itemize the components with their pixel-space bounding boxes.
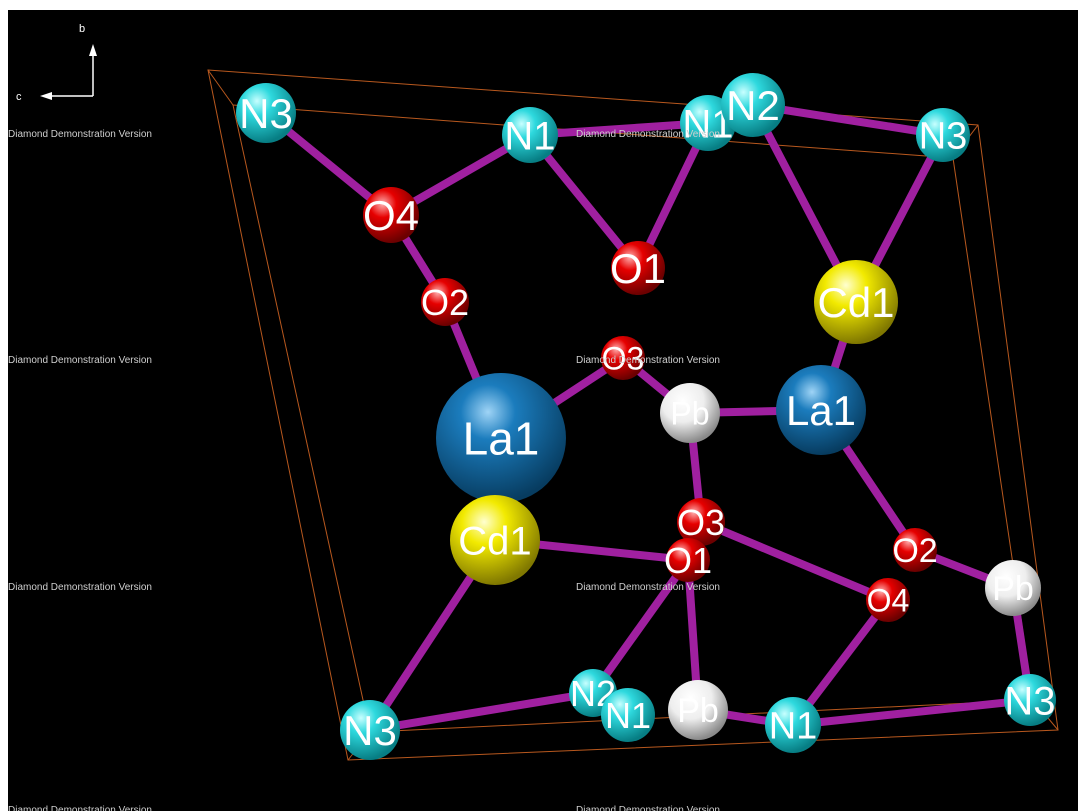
atom-sphere <box>450 495 540 585</box>
bond <box>526 119 712 139</box>
structure-viewport[interactable]: b c <box>8 10 1078 811</box>
atom-sphere <box>776 365 866 455</box>
bond <box>526 131 642 272</box>
atom-sphere <box>765 697 821 753</box>
atom-label: Cd1 <box>458 519 531 563</box>
atom-label: Pb <box>677 692 719 730</box>
atom-n[interactable]: N1 <box>765 697 821 753</box>
watermark-text: Diamond Demonstration Version <box>576 805 720 811</box>
atom-o[interactable]: O2 <box>892 528 938 572</box>
atom-label: N3 <box>919 116 968 158</box>
atom-sphere <box>866 578 910 622</box>
axis-indicator: b c <box>16 23 97 103</box>
atom-sphere <box>1004 674 1056 726</box>
atom-sphere <box>340 700 400 760</box>
atom-o[interactable]: O1 <box>610 241 666 295</box>
atom-label: N3 <box>239 90 293 137</box>
atom-n[interactable]: N3 <box>236 83 296 143</box>
atom-label: O3 <box>677 502 725 543</box>
atom-sphere <box>660 383 720 443</box>
atom-label: N3 <box>343 707 397 754</box>
bond <box>749 101 947 139</box>
atom-label: O1 <box>664 540 712 581</box>
atom-pb[interactable]: Pb <box>660 383 720 443</box>
crystal-structure-diagram[interactable]: b c <box>8 10 1078 811</box>
atom-label: La1 <box>786 387 856 434</box>
atom-sphere <box>677 498 725 546</box>
atom-o[interactable]: O3 <box>601 336 645 380</box>
bond <box>366 689 597 734</box>
atom-sphere <box>985 560 1041 616</box>
atom-cd[interactable]: Cd1 <box>450 495 540 585</box>
atom-la[interactable]: La1 <box>436 373 566 503</box>
atom-o[interactable]: O4 <box>363 187 419 243</box>
atom-n[interactable]: N3 <box>1004 674 1056 726</box>
axis-c-label: c <box>16 91 22 103</box>
atom-label: Cd1 <box>817 279 894 326</box>
atom-sphere <box>502 107 558 163</box>
atom-sphere <box>601 688 655 742</box>
atom-pb[interactable]: Pb <box>668 680 728 740</box>
watermark-text: Diamond Demonstration Version <box>576 582 720 593</box>
atom-sphere <box>363 187 419 243</box>
watermarks: Diamond Demonstration Version Diamond De… <box>8 129 720 811</box>
atom-label: O2 <box>421 282 469 323</box>
atom-label: La1 <box>463 413 540 465</box>
atom-sphere <box>668 680 728 740</box>
atom-sphere <box>611 241 665 295</box>
bond <box>589 556 692 697</box>
atom-label: Pb <box>670 396 709 432</box>
bond <box>789 696 1034 729</box>
watermark-text: Diamond Demonstration Version <box>576 355 720 366</box>
atom-label: N1 <box>504 114 555 158</box>
atom-label: N3 <box>1004 679 1055 723</box>
atom-sphere <box>436 373 566 503</box>
bond <box>697 518 892 604</box>
atom-sphere <box>893 528 937 572</box>
atom-cd[interactable]: Cd1 <box>814 260 898 344</box>
atom-n[interactable]: N3 <box>916 108 970 162</box>
atom-sphere <box>601 336 645 380</box>
watermark-text: Diamond Demonstration Version <box>576 129 720 140</box>
atom-label: O3 <box>602 341 645 377</box>
atom-sphere <box>916 108 970 162</box>
atom-label: O1 <box>610 245 666 292</box>
atom-n[interactable]: N1 <box>502 107 558 163</box>
watermark-text: Diamond Demonstration Version <box>8 355 152 366</box>
atom-label: O4 <box>867 583 910 619</box>
atom-pb[interactable]: Pb <box>985 560 1041 616</box>
atom-n[interactable]: N3 <box>340 700 400 760</box>
atom-o[interactable]: O2 <box>421 278 469 326</box>
atom-sphere <box>721 73 785 137</box>
watermark-text: Diamond Demonstration Version <box>8 129 152 140</box>
atom-sphere <box>236 83 296 143</box>
atom-label: N1 <box>769 706 818 748</box>
atom-sphere <box>421 278 469 326</box>
atom-label: O4 <box>363 192 419 239</box>
atom-label: N1 <box>605 695 651 736</box>
atom-o[interactable]: O1 <box>664 538 712 582</box>
cell-edge <box>207 69 234 106</box>
watermark-text: Diamond Demonstration Version <box>8 582 152 593</box>
atom-la[interactable]: La1 <box>776 365 866 455</box>
atom-o[interactable]: O3 <box>677 498 725 546</box>
atom-n[interactable]: N2 <box>721 73 785 137</box>
atom-sphere <box>666 538 710 582</box>
axis-b-label: b <box>79 23 85 35</box>
atom-o[interactable]: O4 <box>866 578 910 622</box>
atom-label: O2 <box>892 532 937 570</box>
atom-label: Pb <box>992 570 1034 608</box>
atom-n[interactable]: N1 <box>601 688 655 742</box>
atom-sphere <box>814 260 898 344</box>
atom-label: N2 <box>726 82 780 129</box>
watermark-text: Diamond Demonstration Version <box>8 805 152 811</box>
